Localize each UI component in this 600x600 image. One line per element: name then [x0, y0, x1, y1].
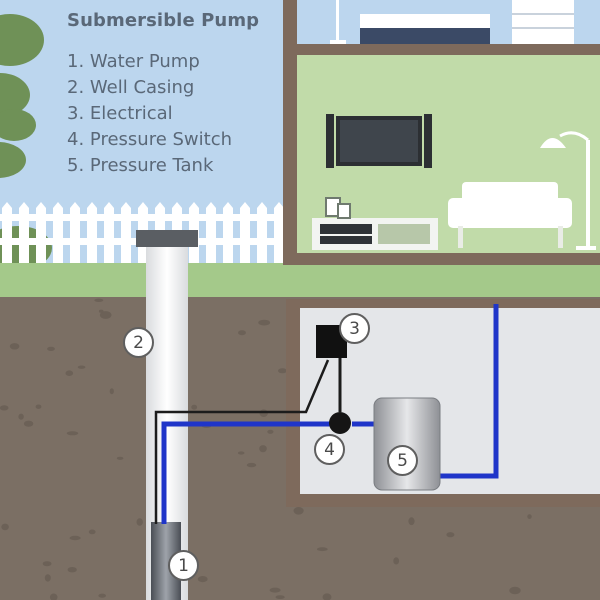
- soil-speckle: [88, 529, 96, 535]
- soil-speckles: [0, 298, 532, 600]
- soil-speckle: [18, 413, 24, 420]
- legend-item-pressure-switch: 4. Pressure Switch: [67, 127, 259, 153]
- legend-label: Pressure Switch: [89, 129, 233, 150]
- pump-wire: [154, 359, 330, 524]
- legend-item-well-casing: 2. Well Casing: [67, 75, 259, 101]
- fence-picket: [19, 202, 29, 265]
- soil-speckle: [408, 517, 415, 526]
- soil-speckle: [446, 532, 455, 538]
- sofa: [448, 182, 572, 248]
- callout-5-pressure-tank: 5: [387, 445, 418, 476]
- soil-speckle: [322, 593, 332, 600]
- legend-label: Water Pump: [89, 51, 200, 72]
- legend-number: 3.: [67, 103, 85, 124]
- soil-speckle: [191, 404, 198, 410]
- dresser: [512, 0, 574, 44]
- legend-number: 2.: [67, 77, 85, 98]
- soil-speckle: [293, 507, 304, 515]
- fence-picket: [223, 202, 233, 265]
- supply-pipe: [438, 304, 499, 479]
- legend-label: Pressure Tank: [89, 155, 214, 176]
- soil-speckle: [0, 405, 9, 411]
- fence-picket: [121, 202, 131, 265]
- television: [326, 114, 432, 168]
- soil-speckle: [116, 456, 124, 460]
- soil-speckle: [393, 557, 400, 565]
- fence-picket: [87, 202, 97, 265]
- well-cap: [136, 230, 198, 247]
- callout-3-electrical: 3: [339, 313, 370, 344]
- parts-list: 1. Water Pump 2. Well Casing 3. Electric…: [67, 49, 259, 179]
- legend-number: 1.: [67, 51, 85, 72]
- soil-speckle: [94, 298, 104, 302]
- fence-picket: [257, 202, 267, 265]
- soil-speckle: [99, 311, 112, 319]
- picture-frames: [325, 197, 351, 219]
- soil-speckle: [267, 429, 274, 434]
- soil-speckle: [44, 562, 49, 566]
- tv-cabinet: [312, 218, 438, 250]
- legend-number: 4.: [67, 129, 85, 150]
- soil-speckle: [77, 365, 86, 369]
- floor-lamp: [540, 131, 596, 250]
- lamp-small: [330, 0, 346, 44]
- soil-speckle: [269, 587, 281, 593]
- soil-speckle: [67, 567, 77, 573]
- soil-speckle: [275, 595, 285, 599]
- pressure-tank: [373, 397, 441, 491]
- soil-speckle: [23, 420, 34, 427]
- fence-picket: [36, 202, 46, 265]
- diagram-title: Submersible Pump: [67, 10, 260, 31]
- soil-speckle: [98, 309, 104, 313]
- legend-label: Well Casing: [89, 77, 195, 98]
- soil-speckle: [278, 368, 287, 374]
- soil-speckle: [259, 445, 267, 453]
- soil-speckle: [65, 370, 74, 377]
- soil-speckle: [9, 343, 20, 350]
- callout-4-pressure-switch: 4: [314, 434, 345, 465]
- soil-speckle: [49, 593, 58, 600]
- legend: Submersible Pump 1. Water Pump 2. Well C…: [67, 10, 259, 179]
- soil-speckle: [35, 404, 42, 409]
- fence-picket: [70, 202, 80, 265]
- legend-item-pressure-tank: 5. Pressure Tank: [67, 153, 259, 179]
- fence-picket: [206, 202, 216, 265]
- legend-number: 5.: [67, 155, 85, 176]
- soil-speckle: [66, 431, 79, 436]
- soil-speckle: [44, 574, 51, 582]
- soil-speckle: [98, 593, 106, 598]
- soil-speckle: [197, 576, 208, 583]
- soil-speckle: [136, 518, 143, 526]
- soil-speckle: [237, 451, 245, 455]
- fence-picket: [53, 202, 63, 265]
- bed: [360, 14, 490, 44]
- fence-picket: [274, 202, 284, 265]
- soil-speckle: [47, 346, 55, 351]
- fence-picket: [2, 202, 12, 265]
- soil-speckle: [238, 330, 246, 336]
- lawn: [0, 263, 600, 297]
- callout-1-water-pump: 1: [168, 550, 199, 581]
- legend-item-electrical: 3. Electrical: [67, 101, 259, 127]
- soil-speckle: [246, 462, 257, 468]
- soil-speckle: [109, 388, 114, 395]
- fence-picket: [104, 202, 114, 265]
- fence-picket: [240, 202, 250, 265]
- soil-speckle: [509, 586, 521, 595]
- pressure-switch: [329, 412, 351, 434]
- soil-speckle: [316, 547, 328, 552]
- soil-speckle: [69, 535, 81, 541]
- legend-label: Electrical: [89, 103, 173, 124]
- soil-speckle: [527, 514, 532, 519]
- soil-speckle: [258, 319, 271, 326]
- soil-speckle: [1, 523, 9, 531]
- legend-item-water-pump: 1. Water Pump: [67, 49, 259, 75]
- callout-2-well-casing: 2: [123, 327, 154, 358]
